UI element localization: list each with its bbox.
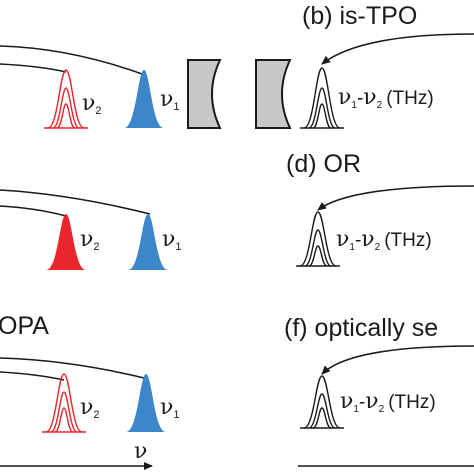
row-c: ν2 ν1 <box>0 189 182 270</box>
label-nu1-a: ν1 <box>160 87 180 113</box>
panel-d: (d) OR ν1-ν2(THz) <box>286 150 474 267</box>
mirror-left <box>187 59 222 129</box>
peak-thz-b <box>300 67 344 129</box>
panel-d-title: (d) OR <box>286 150 361 178</box>
pump-curve-e2 <box>0 371 65 381</box>
panel-f: (f) optically se ν1-ν2(THz) <box>284 314 474 467</box>
pump-curve-e1 <box>0 357 145 379</box>
label-nu2-a: ν2 <box>82 91 102 117</box>
label-nu2-c: ν2 <box>80 227 100 253</box>
arrow-d <box>317 185 474 211</box>
panel-b: (b) is-TPO ν1-ν2(THz) <box>300 2 474 129</box>
pump-curve-c2 <box>0 205 67 217</box>
panel-f-title: (f) optically se <box>284 314 438 342</box>
panel-b-title: (b) is-TPO <box>302 2 417 30</box>
label-thz-f: ν1-ν2(THz) <box>340 389 436 415</box>
label-nu1-e: ν1 <box>160 395 180 421</box>
peak-nu1-filled-c <box>128 214 168 270</box>
arrow-b <box>321 33 474 65</box>
label-thz-b: ν1-ν2(THz) <box>338 85 434 111</box>
arrow-f <box>321 345 474 375</box>
label-thz-d: ν1-ν2(THz) <box>336 227 432 253</box>
peak-nu2-outline <box>44 69 88 129</box>
pump-curve-a1 <box>0 45 143 75</box>
panel-e: OPA ν2 ν1 ν <box>0 312 180 470</box>
peak-nu1-filled-e <box>126 374 166 432</box>
panel-e-title: OPA <box>0 312 49 340</box>
peak-thz-f <box>300 375 344 429</box>
peak-nu1-filled <box>124 70 164 128</box>
pump-curve-c1 <box>0 189 151 215</box>
label-nu1-c: ν1 <box>162 227 182 253</box>
peak-thz-d <box>296 211 340 267</box>
peak-nu2-outline-e <box>42 373 86 433</box>
peak-nu2-filled <box>46 214 86 270</box>
pump-curve-a2 <box>0 63 67 73</box>
mirror-right <box>255 59 292 129</box>
axis-label-nu: ν <box>134 439 147 464</box>
row-a: ν2 ν1 <box>0 45 292 129</box>
label-nu2-e: ν2 <box>80 395 100 421</box>
